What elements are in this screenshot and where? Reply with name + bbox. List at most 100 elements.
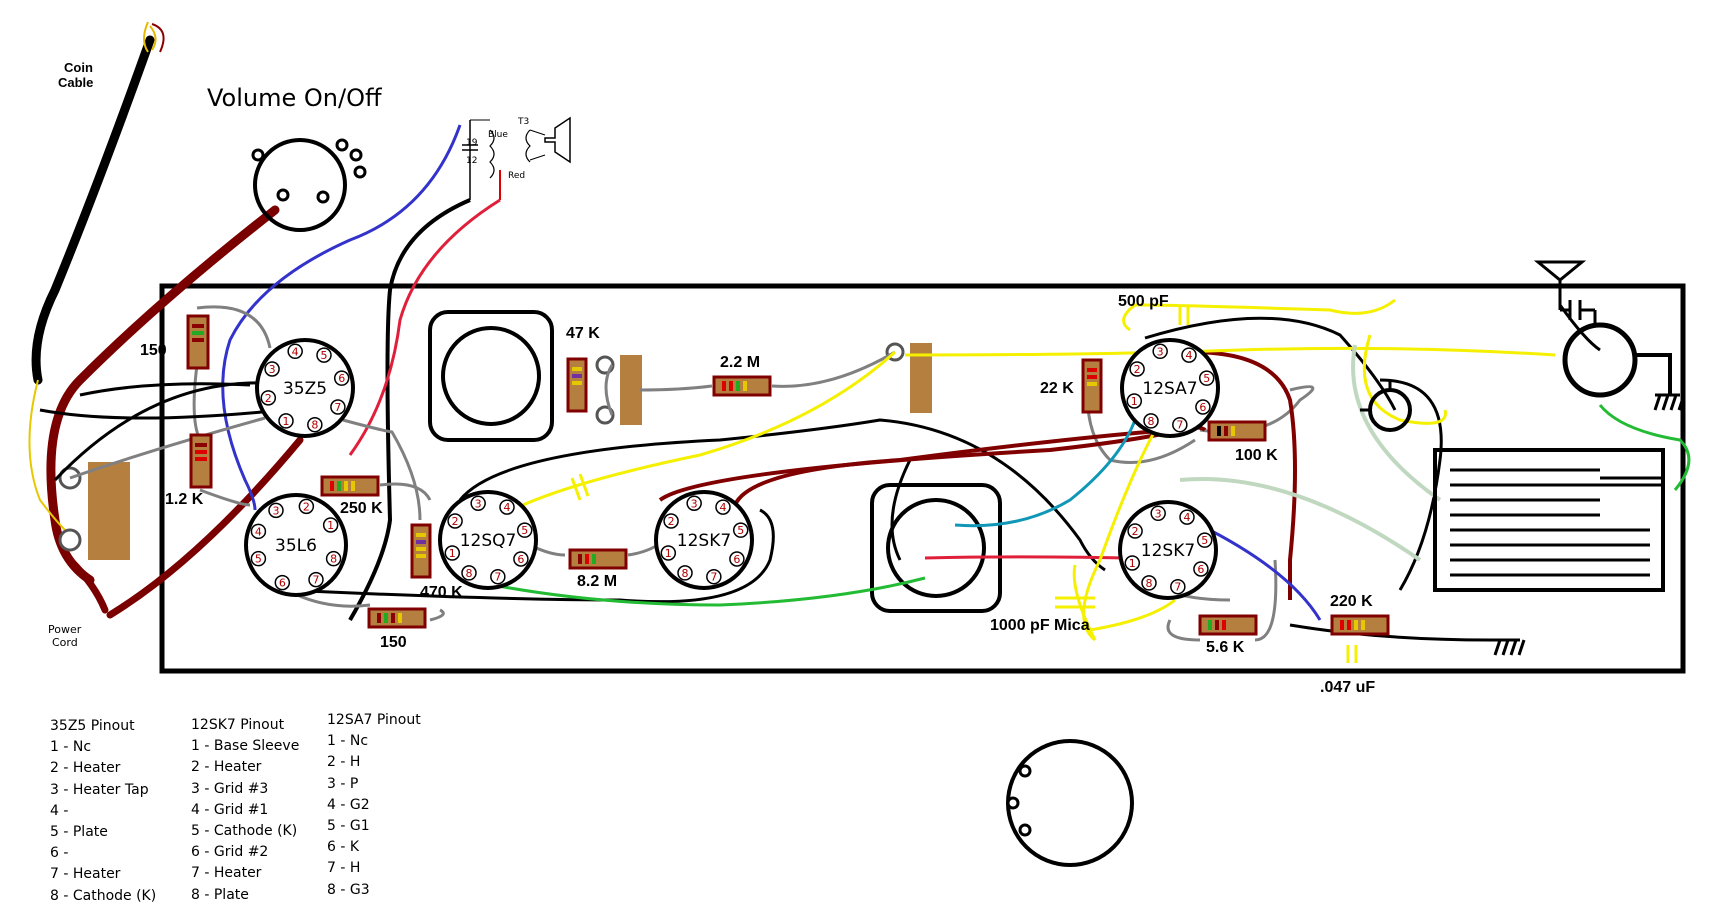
resistor-band bbox=[1087, 375, 1097, 379]
power-cord-darkred-2 bbox=[106, 436, 304, 619]
resistor-band bbox=[195, 450, 207, 454]
tube-pin-number: 4 bbox=[1186, 349, 1193, 362]
wire-yellow bbox=[1089, 598, 1176, 632]
red-label: Red bbox=[508, 171, 525, 181]
tube-pin-number: 8 bbox=[466, 567, 473, 580]
wire-cyan bbox=[954, 419, 1137, 528]
tube-pin bbox=[729, 551, 745, 567]
component-value-label: 150 bbox=[140, 342, 167, 359]
tube-pin-number: 4 bbox=[1184, 511, 1191, 524]
volume-terminal bbox=[251, 148, 265, 162]
tube-pin bbox=[513, 551, 529, 567]
tube-pin bbox=[490, 568, 506, 585]
wire-gray bbox=[192, 364, 202, 441]
resistor-band bbox=[1231, 426, 1235, 436]
volume-terminal bbox=[353, 165, 367, 179]
tube-pin bbox=[1195, 399, 1211, 415]
bottom-control bbox=[1006, 739, 1134, 867]
pinout-12sa7: 12SA7 Pinout 1 - Nc 2 - H 3 - P 4 - G2 5… bbox=[327, 710, 421, 901]
tube-pin-number: 8 bbox=[1146, 577, 1153, 590]
tube-pin bbox=[1124, 555, 1141, 571]
pinout-line: 5 - Cathode (K) bbox=[191, 823, 298, 840]
resistor-band bbox=[416, 540, 426, 544]
tube-pin-number: 5 bbox=[255, 553, 262, 566]
wire-black bbox=[1144, 316, 1397, 411]
tube-pin-number: 2 bbox=[303, 500, 310, 513]
resistor-band bbox=[736, 381, 740, 391]
resistor-band bbox=[572, 367, 582, 371]
tube-pin-number: 5 bbox=[1201, 534, 1208, 547]
wire-gray bbox=[199, 488, 251, 507]
pinout-line: 7 - Heater bbox=[191, 865, 262, 882]
volume-terminal bbox=[316, 190, 330, 204]
tube-pin-number: 7 bbox=[1176, 419, 1183, 432]
tube-pin-number: 6 bbox=[338, 372, 345, 385]
tube-pin-number: 6 bbox=[517, 553, 524, 566]
terminal-strip bbox=[620, 355, 642, 425]
bottom-control-terminal bbox=[1018, 764, 1032, 778]
tube-pin-number: 3 bbox=[273, 504, 280, 517]
tube-pin-number: 1 bbox=[1129, 557, 1136, 570]
electrolytic-can-1-circle bbox=[441, 326, 541, 426]
pinout-line: 4 - G2 bbox=[327, 796, 370, 813]
speaker-icon bbox=[544, 116, 571, 164]
tube-pin bbox=[298, 498, 315, 515]
tube-pin bbox=[732, 522, 749, 538]
tube-pin-number: 6 bbox=[733, 553, 740, 566]
wire-black bbox=[284, 508, 775, 604]
tube-pin bbox=[660, 545, 677, 561]
resistor-band bbox=[195, 457, 207, 461]
tube-pin bbox=[677, 565, 693, 581]
resistor-band bbox=[1087, 368, 1097, 372]
tuning-gang-capacitor bbox=[1433, 448, 1665, 592]
tube-pin-number: 2 bbox=[1134, 363, 1141, 376]
power-cord-darkred-3 bbox=[66, 556, 109, 614]
pinout-line: 2 - Heater bbox=[191, 759, 262, 776]
resistor-band bbox=[192, 324, 204, 328]
tube-socket-ring bbox=[654, 490, 754, 590]
resistor bbox=[566, 357, 588, 413]
tube-pin bbox=[264, 361, 280, 377]
wire-gray bbox=[771, 350, 896, 388]
resistor-band bbox=[344, 481, 348, 491]
tube-label: 12SQ7 bbox=[460, 531, 517, 551]
resistor bbox=[367, 607, 427, 629]
resistor-band bbox=[416, 547, 426, 551]
resistor-band bbox=[416, 554, 426, 558]
resistor-band bbox=[1354, 620, 1358, 630]
capacitor bbox=[570, 477, 582, 501]
wire-gray bbox=[1254, 559, 1278, 642]
resistor-band bbox=[1087, 382, 1097, 386]
wire-gray bbox=[379, 482, 432, 501]
tube-label: 12SK7 bbox=[1141, 541, 1195, 561]
resistor-body bbox=[568, 548, 628, 570]
tube-pin bbox=[308, 571, 324, 588]
component-value-label: 150 bbox=[380, 634, 407, 651]
tube-label: 35L6 bbox=[275, 536, 317, 556]
power-cord-label-2: Cord bbox=[52, 636, 78, 649]
resistor-band bbox=[572, 374, 582, 378]
resistor-band bbox=[192, 331, 204, 335]
capacitor bbox=[578, 473, 590, 497]
tube-pin-number: 6 bbox=[1199, 401, 1206, 414]
coin-cable-label-2: Cable bbox=[58, 75, 93, 90]
resistor bbox=[712, 375, 772, 397]
electrolytic-can-2-circle bbox=[886, 498, 986, 598]
tube-pin bbox=[250, 550, 267, 567]
pinout-line: 5 - G1 bbox=[327, 818, 370, 835]
resistor-band bbox=[722, 381, 726, 391]
pinout-line: 1 - Nc bbox=[327, 733, 369, 750]
tube-pin bbox=[330, 399, 346, 415]
wire-darkred bbox=[1144, 350, 1297, 600]
tube-pin-number: 2 bbox=[668, 515, 675, 528]
pinout-35z5: 35Z5 Pinout 1 - Nc 2 - Heater 3 - Heater… bbox=[50, 716, 156, 907]
loop-antenna-coil bbox=[1562, 322, 1638, 398]
component-value-label: 220 K bbox=[1330, 593, 1373, 610]
tube-label: 12SA7 bbox=[1142, 379, 1197, 399]
component-value-label: 5.6 K bbox=[1206, 639, 1245, 656]
pinout-line: 1 - Nc bbox=[50, 739, 92, 756]
pinout-line: 6 - Grid #2 bbox=[191, 844, 269, 861]
resistor-band bbox=[743, 381, 747, 391]
